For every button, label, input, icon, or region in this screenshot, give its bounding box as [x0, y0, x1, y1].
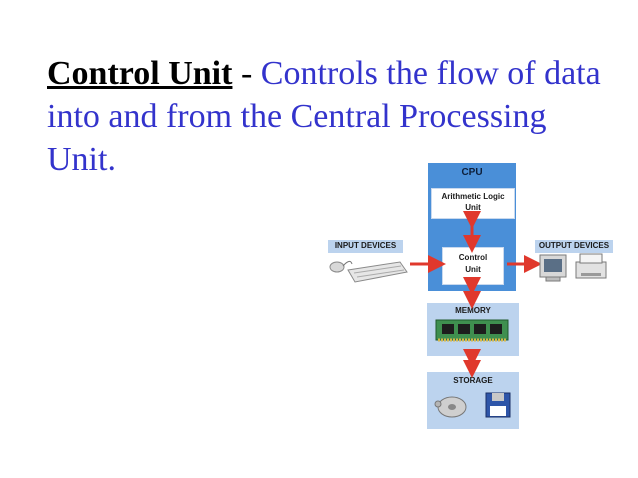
monitor-icon: [539, 254, 567, 282]
headline-definition: Controls the flow of data into and from …: [47, 55, 601, 178]
input-devices-label: INPUT DEVICES: [334, 241, 397, 250]
headline-separator: -: [232, 55, 261, 92]
storage-label: STORAGE: [453, 376, 493, 385]
printer-icon: [575, 253, 607, 279]
cpu-title: CPU: [461, 167, 483, 178]
alu-label-line1: Arithmetic Logic: [441, 192, 505, 201]
output-label-panel: [535, 240, 613, 253]
hard-disk-icon: [434, 396, 467, 418]
mouse-icon: [329, 260, 353, 273]
keyboard-icon: [347, 261, 408, 283]
memory-chip-icon: [435, 319, 509, 342]
control-unit-label-line2: Unit: [465, 265, 481, 274]
memory-label: MEMORY: [455, 306, 491, 315]
floppy-disk-icon: [485, 392, 511, 418]
slide-headline: Control Unit - Controls the flow of data…: [47, 52, 607, 181]
control-unit-label-line1: Control: [458, 253, 488, 262]
input-label-panel: [328, 240, 403, 253]
alu-label-line2: Unit: [465, 203, 481, 212]
headline-term: Control Unit: [47, 55, 233, 92]
output-devices-label: OUTPUT DEVICES: [538, 241, 610, 250]
